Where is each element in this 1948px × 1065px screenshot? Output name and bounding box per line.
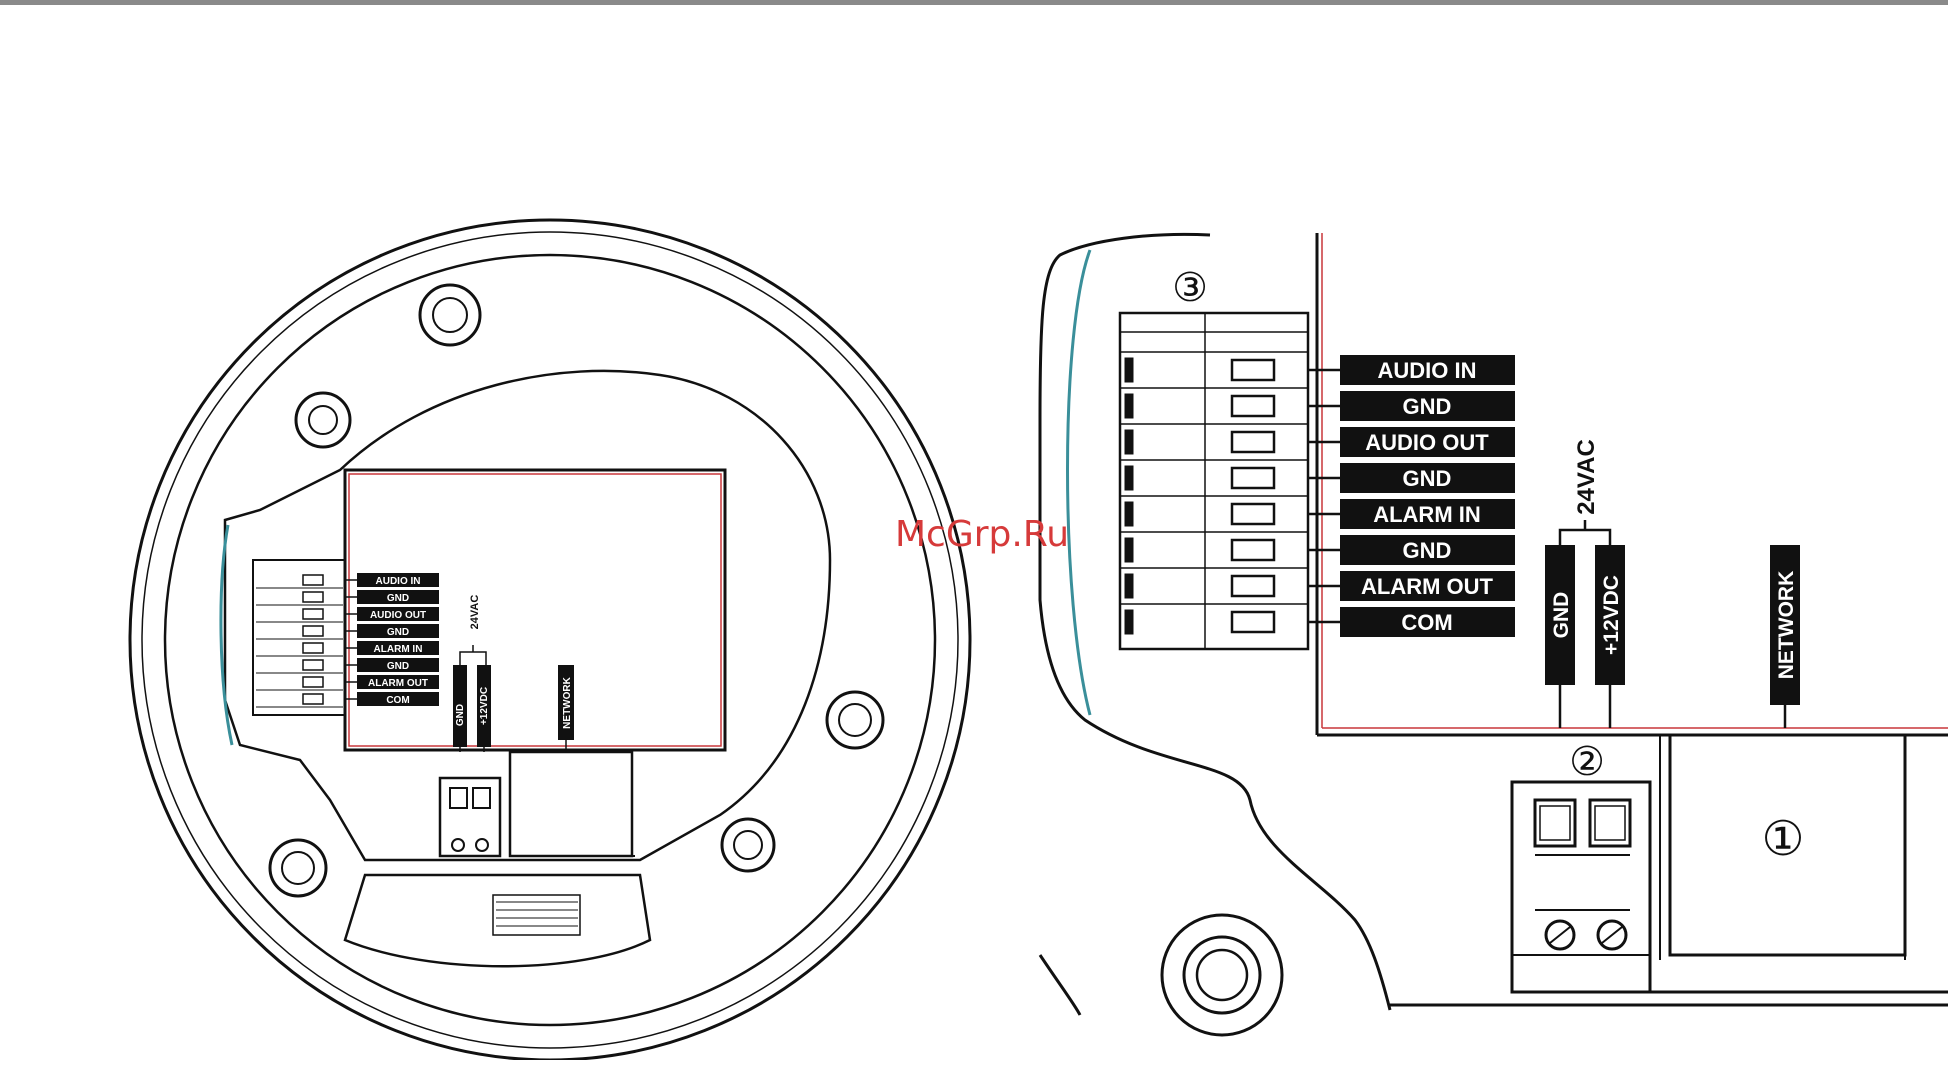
terminal-pin: [1232, 360, 1274, 380]
watermark: McGrp.Ru: [895, 514, 1069, 555]
power-group-label-small: 24VAC: [469, 595, 481, 630]
terminal-label: ALARM IN: [1373, 502, 1481, 527]
terminal-block: [253, 560, 345, 715]
network-label-text: NETWORK: [1775, 571, 1798, 680]
screw-hole: [827, 692, 883, 748]
terminal-labels-small: AUDIO IN GND AUDIO OUT GND ALARM IN GND ALARM …: [345, 573, 439, 706]
power-pin-label-small: GND: [455, 704, 466, 726]
terminal-label: ALARM OUT: [368, 678, 428, 689]
terminal-pin: [303, 575, 323, 585]
terminal-pins: [256, 575, 343, 707]
cable-spring: [493, 895, 580, 935]
pin-tab: [1125, 430, 1133, 454]
terminal-pin: [303, 677, 323, 687]
header-rule: [0, 0, 1948, 5]
terminal-pin: [1232, 540, 1274, 560]
network-label-text-small: NETWORK: [562, 676, 573, 728]
terminal-label: AUDIO OUT: [370, 610, 426, 621]
terminal-label: GND: [387, 627, 409, 638]
screw-hole: [420, 285, 480, 345]
terminal-label: GND: [1403, 466, 1452, 491]
power-socket: [1535, 800, 1575, 846]
power-labels: GND +12VDC 24VAC: [1545, 439, 1625, 728]
terminal-label: COM: [386, 695, 409, 706]
callout-terminal-block: ③: [1172, 265, 1208, 311]
camera-base-overview: [130, 220, 970, 1060]
terminal-labels: AUDIO IN GND AUDIO OUT GND ALARM IN GND ALARM …: [1308, 355, 1515, 637]
cavity-outline: [225, 371, 830, 860]
terminal-label: ALARM OUT: [1361, 574, 1494, 599]
power-socket: [1590, 800, 1630, 846]
terminal-pins: [1120, 352, 1308, 634]
network-label-small: NETWORK: [558, 665, 574, 752]
pin-tab: [1125, 466, 1133, 490]
network-port: [510, 752, 632, 856]
housing-accent: [221, 525, 232, 745]
terminal-label: AUDIO OUT: [1365, 430, 1489, 455]
power-screw: [452, 839, 464, 851]
power-pin-label-small: +12VDC: [479, 687, 490, 725]
power-screw: [476, 839, 488, 851]
screw-hole: [722, 819, 774, 871]
terminal-block: [1120, 313, 1308, 649]
terminal-pin: [303, 626, 323, 636]
terminal-pin: [303, 660, 323, 670]
terminal-pin: [1232, 396, 1274, 416]
callout-power-connector: ②: [1569, 739, 1605, 785]
screw-hole: [1162, 915, 1282, 1035]
pin-tab: [1125, 502, 1133, 526]
power-socket: [450, 788, 467, 808]
power-pin-label: +12VDC: [1600, 575, 1623, 655]
power-group-label: 24VAC: [1573, 439, 1600, 515]
pin-tab: [1125, 574, 1133, 598]
pin-tab: [1125, 610, 1133, 634]
terminal-pin: [303, 643, 323, 653]
terminal-pin: [1232, 504, 1274, 524]
terminal-label: GND: [387, 661, 409, 672]
terminal-pin: [303, 592, 323, 602]
screw-hole: [296, 393, 350, 447]
terminal-pin: [1232, 432, 1274, 452]
terminal-label: COM: [1401, 610, 1452, 635]
power-socket: [473, 788, 490, 808]
terminal-label: AUDIO IN: [1378, 358, 1477, 383]
power-labels-small: GND +12VDC 24VAC: [453, 595, 491, 752]
cable-channel: [345, 875, 650, 966]
terminal-pin: [303, 694, 323, 704]
housing-accent: [1068, 250, 1091, 715]
outer-housing-ring: [130, 220, 970, 1060]
terminal-label: GND: [1403, 394, 1452, 419]
screw-hole: [270, 840, 326, 896]
terminal-label: GND: [1403, 538, 1452, 563]
power-pin-label: GND: [1550, 592, 1573, 639]
terminal-pin: [1232, 468, 1274, 488]
pin-tab: [1125, 358, 1133, 382]
housing-outline-lower: [1040, 955, 1080, 1015]
terminal-pin: [1232, 576, 1274, 596]
callout-network-port: ①: [1761, 811, 1804, 867]
cable-spring-coils: [496, 902, 578, 926]
terminal-label: ALARM IN: [374, 644, 423, 655]
terminal-pin: [303, 609, 323, 619]
terminal-label: GND: [387, 593, 409, 604]
pin-tab: [1125, 538, 1133, 562]
pin-tab: [1125, 394, 1133, 418]
terminal-pin: [1232, 612, 1274, 632]
network-label: NETWORK: [1770, 545, 1800, 728]
terminal-label: AUDIO IN: [376, 576, 421, 587]
